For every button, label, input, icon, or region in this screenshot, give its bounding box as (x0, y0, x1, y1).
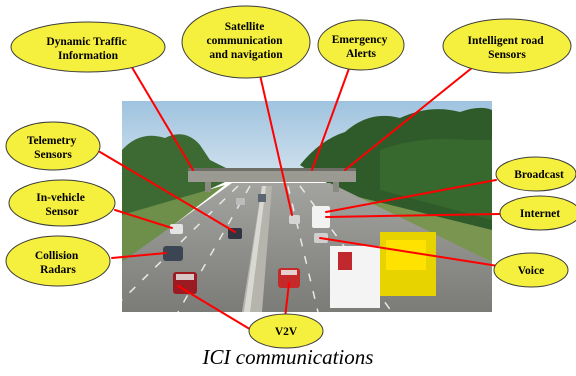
bubble-broadcast: Broadcast (495, 156, 576, 192)
bubble-line: In-vehicle (36, 192, 85, 204)
connector-intelligent-road (344, 62, 479, 171)
connector-v2v (177, 285, 254, 332)
bubble-dynamic-traffic-information: Dynamic Traffic Information (10, 21, 166, 73)
connector-broadcast (325, 179, 497, 213)
overpass-bridge (188, 170, 356, 182)
bubble-telemetry-sensors: Telemetry Sensors (5, 121, 101, 171)
connector-dynamic-traffic (129, 63, 194, 171)
bubble-line: Collision (35, 250, 79, 262)
bubbles: Dynamic Traffic Information Satellite co… (5, 5, 576, 349)
car (170, 224, 183, 234)
connector-satellite (259, 74, 293, 216)
bubble-line: Voice (518, 265, 544, 277)
svg-text:Intelligent road Senso: Intelligent road Sensors (467, 35, 546, 61)
connector-in-vehicle (114, 209, 173, 229)
bubble-v2v: V2V (248, 313, 324, 349)
truck (330, 246, 380, 308)
connectors (99, 62, 501, 332)
connector-emergency (311, 62, 352, 171)
bubble-collision-radars: Collision Radars (5, 235, 111, 287)
bubble-line: Broadcast (514, 169, 564, 181)
highway-photo (122, 101, 492, 312)
bubble-line: Satellite (225, 21, 265, 33)
bubble-voice: Voice (493, 252, 569, 288)
bubble-emergency-alerts: Emergency Alerts (317, 19, 405, 71)
svg-text:Voice: Voice (518, 265, 544, 277)
connector-internet (325, 213, 501, 218)
car (163, 246, 183, 261)
svg-text:Collision Radars: Collision Radars (35, 250, 81, 276)
bubble-line: Intelligent road (467, 35, 544, 47)
connector-voice (319, 237, 499, 267)
bubble-intelligent-road-sensors: Intelligent road Sensors (442, 18, 572, 74)
svg-text:Internet: Internet (520, 208, 560, 220)
connector-telemetry (99, 151, 236, 233)
bubble-line: Telemetry (27, 135, 77, 147)
svg-text:Emergency Alerts: Emergency Alerts (332, 34, 390, 60)
bubble-line: Sensors (34, 149, 72, 161)
bubble-line: Dynamic Traffic (46, 36, 126, 48)
svg-text:Broadcast: Broadcast (514, 169, 564, 181)
bubble-line: Alerts (346, 48, 377, 60)
svg-text:In-vehicle Sensor: In-vehicle Sensor (36, 192, 87, 218)
bubble-line: Emergency (332, 34, 388, 46)
car (289, 215, 300, 224)
connector-collision (111, 252, 167, 259)
bubble-line: Sensors (488, 49, 526, 61)
bubble-line: V2V (275, 326, 298, 338)
svg-text:Dynamic Traffic Infor: Dynamic Traffic Information (46, 36, 129, 62)
bubble-line: communication (207, 35, 284, 47)
figure-caption: ICI communications (202, 345, 374, 369)
forest-left (122, 134, 240, 230)
connector-v2v-2 (284, 282, 290, 319)
bubble-in-vehicle-sensor: In-vehicle Sensor (8, 179, 116, 227)
bubble-internet: Internet (499, 195, 576, 231)
bubble-line: Sensor (45, 206, 78, 218)
bubble-line: and navigation (209, 49, 283, 61)
svg-text:V2V: V2V (275, 326, 298, 338)
bubble-line: Internet (520, 208, 560, 220)
bubble-satellite-communication: Satellite communication and navigation (181, 5, 311, 79)
svg-text:Satellite communicatio: Satellite communication and navigation (207, 21, 286, 61)
bubble-line: Information (58, 50, 119, 62)
svg-text:Telemetry Sensors: Telemetry Sensors (27, 135, 79, 161)
bubble-line: Radars (40, 264, 76, 276)
